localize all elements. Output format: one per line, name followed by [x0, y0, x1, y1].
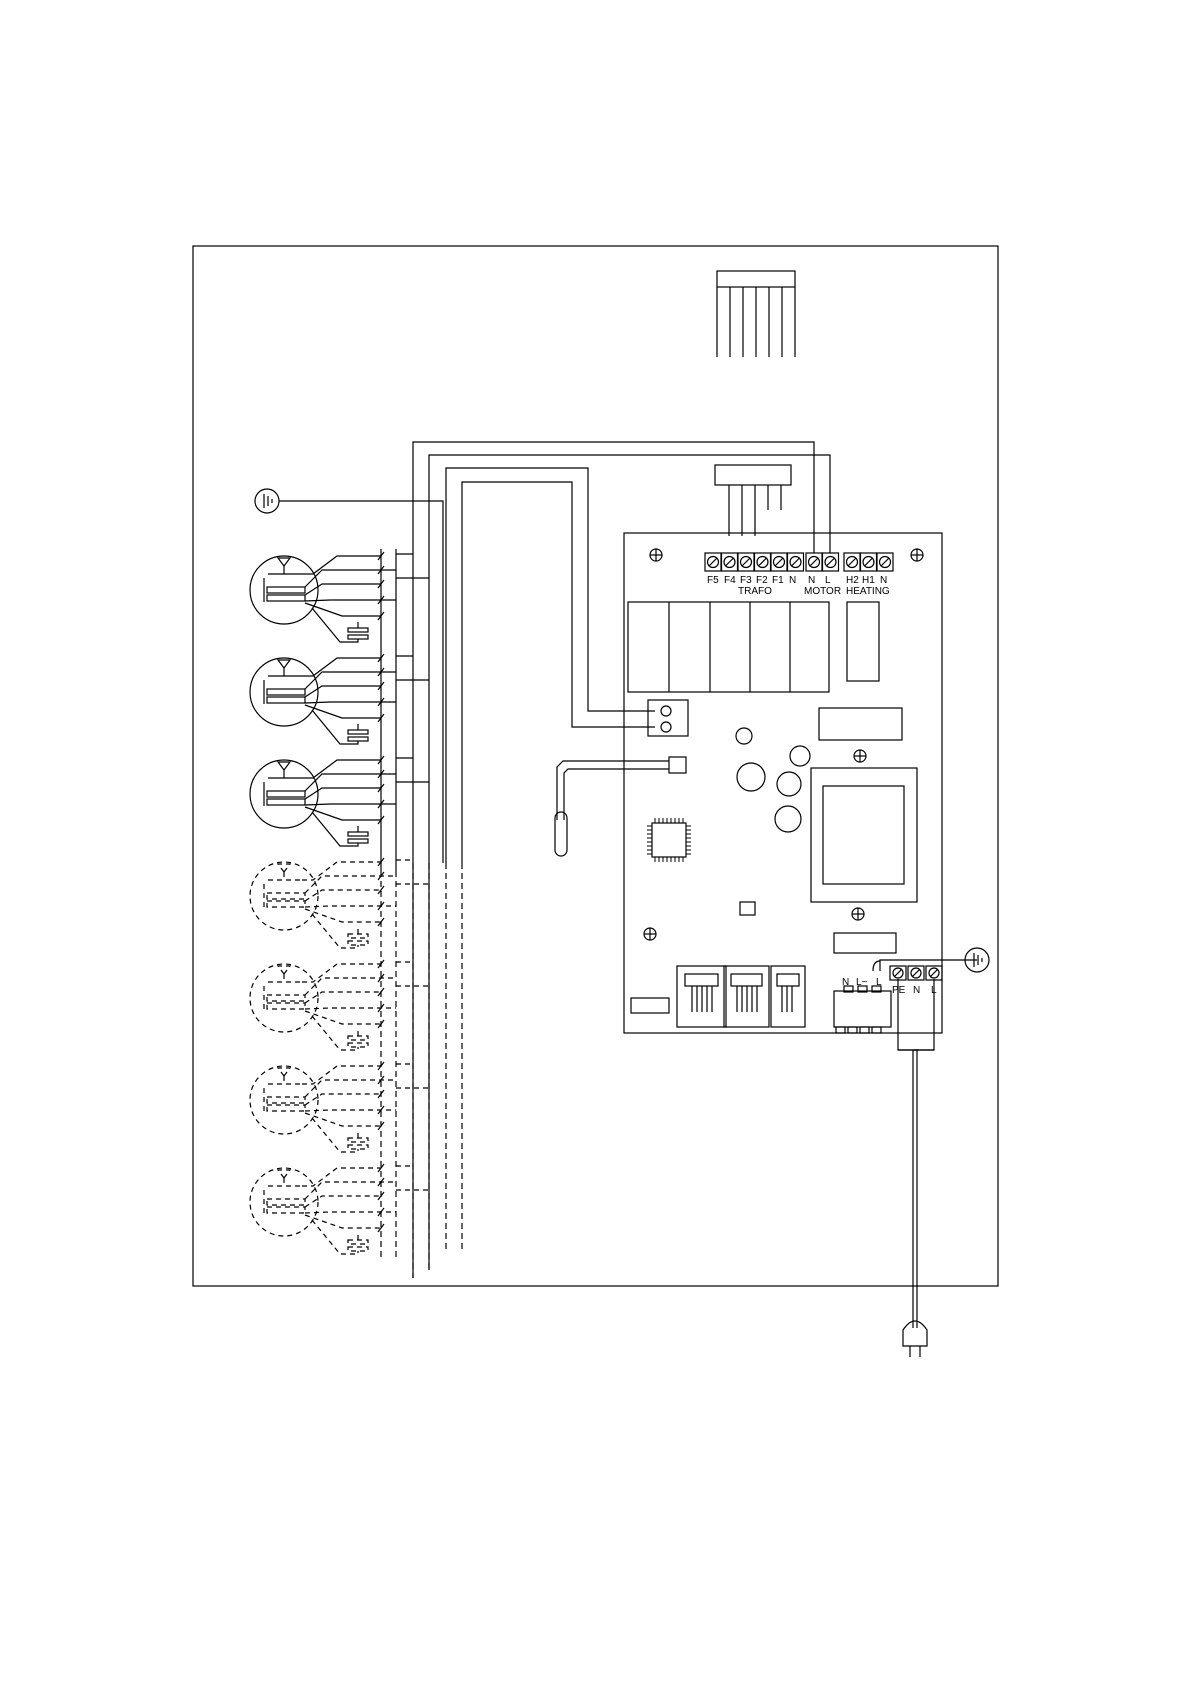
- enclosure-frame: [193, 246, 998, 1286]
- rj-connector: [771, 966, 805, 1027]
- terminal-screw: [908, 966, 924, 980]
- terminal-label: H2: [846, 575, 859, 586]
- terminal-screw: [844, 553, 860, 571]
- terminal-screw: [861, 553, 877, 571]
- motor-terminal-labels: N L MOTOR: [804, 575, 841, 597]
- terminal-screw: [926, 966, 942, 980]
- bus-feed-wires: [413, 442, 830, 1278]
- terminal-label: H1: [862, 575, 875, 586]
- lamp-group: [250, 552, 429, 642]
- trafo-terminal-labels: F5 F4 F3 F2 F1 N TRAFO: [707, 575, 796, 597]
- terminal-label: N: [880, 575, 887, 586]
- terminal-screw: [722, 553, 738, 571]
- input-block: [834, 986, 891, 1033]
- board-component: [740, 902, 755, 915]
- terminal-label: N: [808, 575, 815, 586]
- heating-caption: HEATING: [846, 586, 890, 597]
- board-component: [631, 998, 669, 1013]
- trafo-connector: [715, 465, 791, 536]
- terminal-screw: [738, 553, 754, 571]
- terminal-label: N: [913, 985, 920, 996]
- board-component: [736, 728, 752, 744]
- heating-terminal-labels: H2 H1 N HEATING: [846, 575, 890, 597]
- terminal-block-2: [648, 700, 688, 736]
- rj-connector: [724, 966, 769, 1027]
- trafo-caption: TRAFO: [738, 586, 772, 597]
- terminal-label: L: [876, 977, 882, 988]
- terminal-screw: [890, 966, 906, 980]
- board-component: [834, 933, 896, 953]
- lamp-group-optional: [250, 858, 429, 948]
- transformer: [811, 768, 917, 902]
- terminal-screw: [877, 553, 893, 571]
- terminal-screw: [705, 553, 721, 571]
- terminal-label: L~: [856, 977, 868, 988]
- mounting-hole: [644, 549, 923, 940]
- lamp-group: [250, 654, 429, 744]
- terminal-label: F5: [707, 575, 719, 586]
- microcontroller: [647, 818, 691, 862]
- top-connector: [717, 271, 795, 357]
- rj-connector: [677, 966, 726, 1027]
- terminal-label: PE: [892, 985, 906, 996]
- motor-caption: MOTOR: [804, 586, 841, 597]
- input-block-labels: N L~ L: [842, 977, 882, 988]
- control-board: [624, 533, 942, 1033]
- terminal-label: F1: [772, 575, 784, 586]
- terminal-screw: [788, 553, 804, 571]
- lamp-group-optional: [250, 1164, 429, 1254]
- lamp-group-optional: [250, 1062, 429, 1152]
- terminal-label: F3: [740, 575, 752, 586]
- terminal-label: L: [825, 575, 831, 586]
- lamp-group-optional: [250, 960, 429, 1050]
- terminal-screw: [771, 553, 787, 571]
- terminal-label: N: [842, 977, 849, 988]
- terminal-screw: [823, 553, 839, 571]
- temperature-sensor: [555, 757, 686, 856]
- board-component: [819, 708, 902, 740]
- terminal-label: F2: [756, 575, 768, 586]
- terminal-label: N: [789, 575, 796, 586]
- lamp-group: [250, 756, 429, 846]
- plug-icon: [903, 1321, 927, 1357]
- terminal-screw: [806, 553, 822, 571]
- terminal-label: F4: [724, 575, 736, 586]
- mains-terminal-labels: PE N L: [892, 985, 937, 996]
- terminal-label: L: [931, 985, 937, 996]
- relay-bank: [628, 602, 879, 692]
- terminal-screw: [755, 553, 771, 571]
- bus-rails: [381, 549, 462, 1278]
- mains-cable: [898, 979, 934, 1328]
